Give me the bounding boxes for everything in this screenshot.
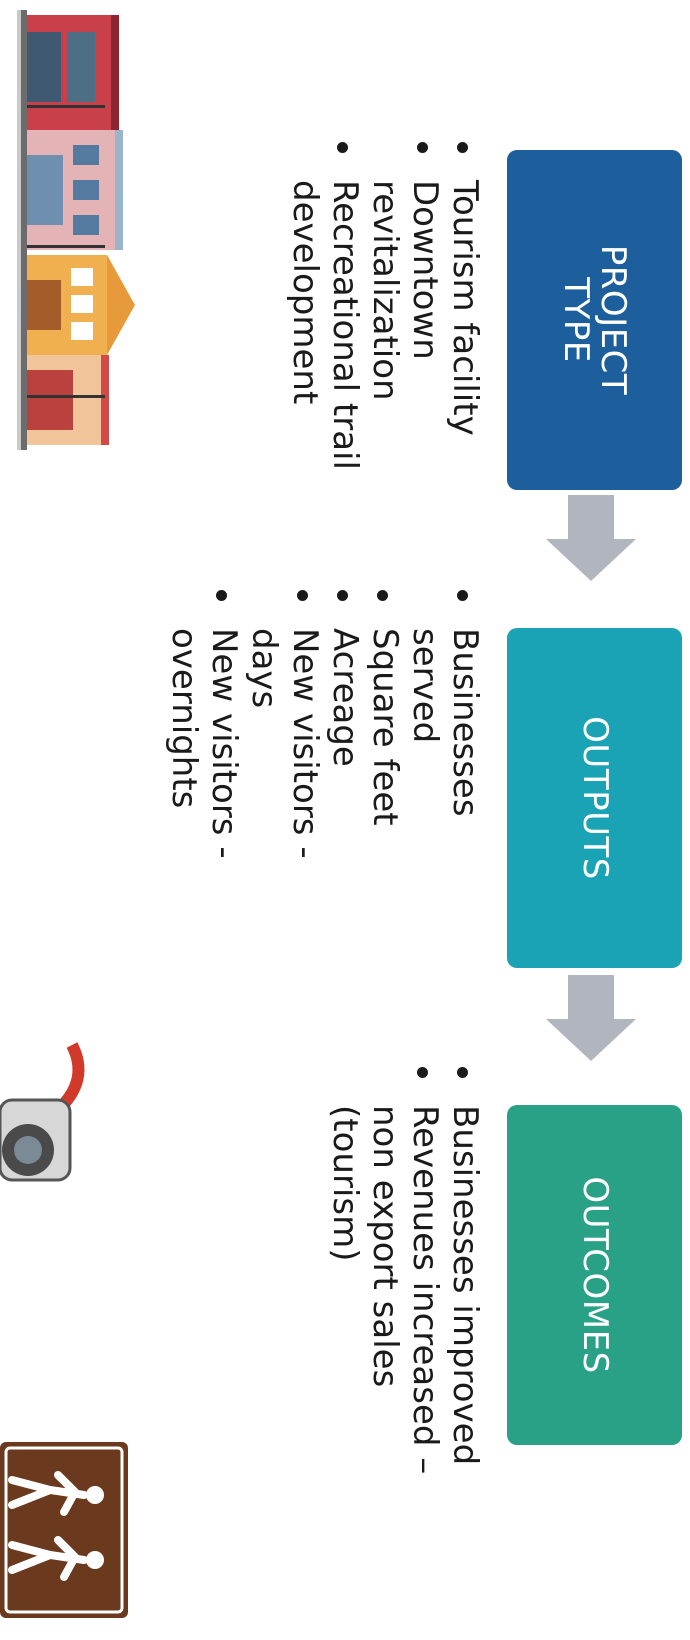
arrow-right-icon (546, 495, 636, 581)
list-item: Revenues increased – non export sales (t… (325, 1065, 445, 1505)
project-type-label-line2: TYPE (556, 277, 597, 363)
list-item: Businesses served (405, 588, 485, 883)
list-item: Recreational trail development (284, 140, 365, 485)
project-type-box: PROJECT TYPE (507, 150, 682, 490)
list-item: New visitors - days (244, 588, 324, 883)
project-type-list: Tourism facility Downtown revitalization… (284, 140, 485, 485)
list-item: New visitors - overnights (164, 588, 244, 883)
project-type-label-line1: PROJECT (593, 244, 634, 396)
list-item: Square feet (365, 588, 405, 883)
arrow-right-icon (546, 975, 636, 1061)
hiking-sign-icon (0, 1442, 128, 1618)
camera-icon (0, 1042, 85, 1182)
outcomes-label: OUTCOMES (574, 1176, 615, 1374)
list-item: Tourism facility (445, 140, 485, 485)
outputs-box: OUTPUTS (507, 628, 682, 968)
list-item: Downtown revitalization (365, 140, 445, 485)
list-item: Acreage (325, 588, 365, 883)
outputs-label: OUTPUTS (574, 716, 615, 880)
outputs-list: Businesses served Square feet Acreage Ne… (164, 588, 485, 883)
list-item: Businesses improved (445, 1065, 485, 1505)
outcomes-list: Businesses improved Revenues increased –… (325, 1065, 485, 1505)
outcomes-box: OUTCOMES (507, 1105, 682, 1445)
storefront-illustration (17, 10, 135, 450)
